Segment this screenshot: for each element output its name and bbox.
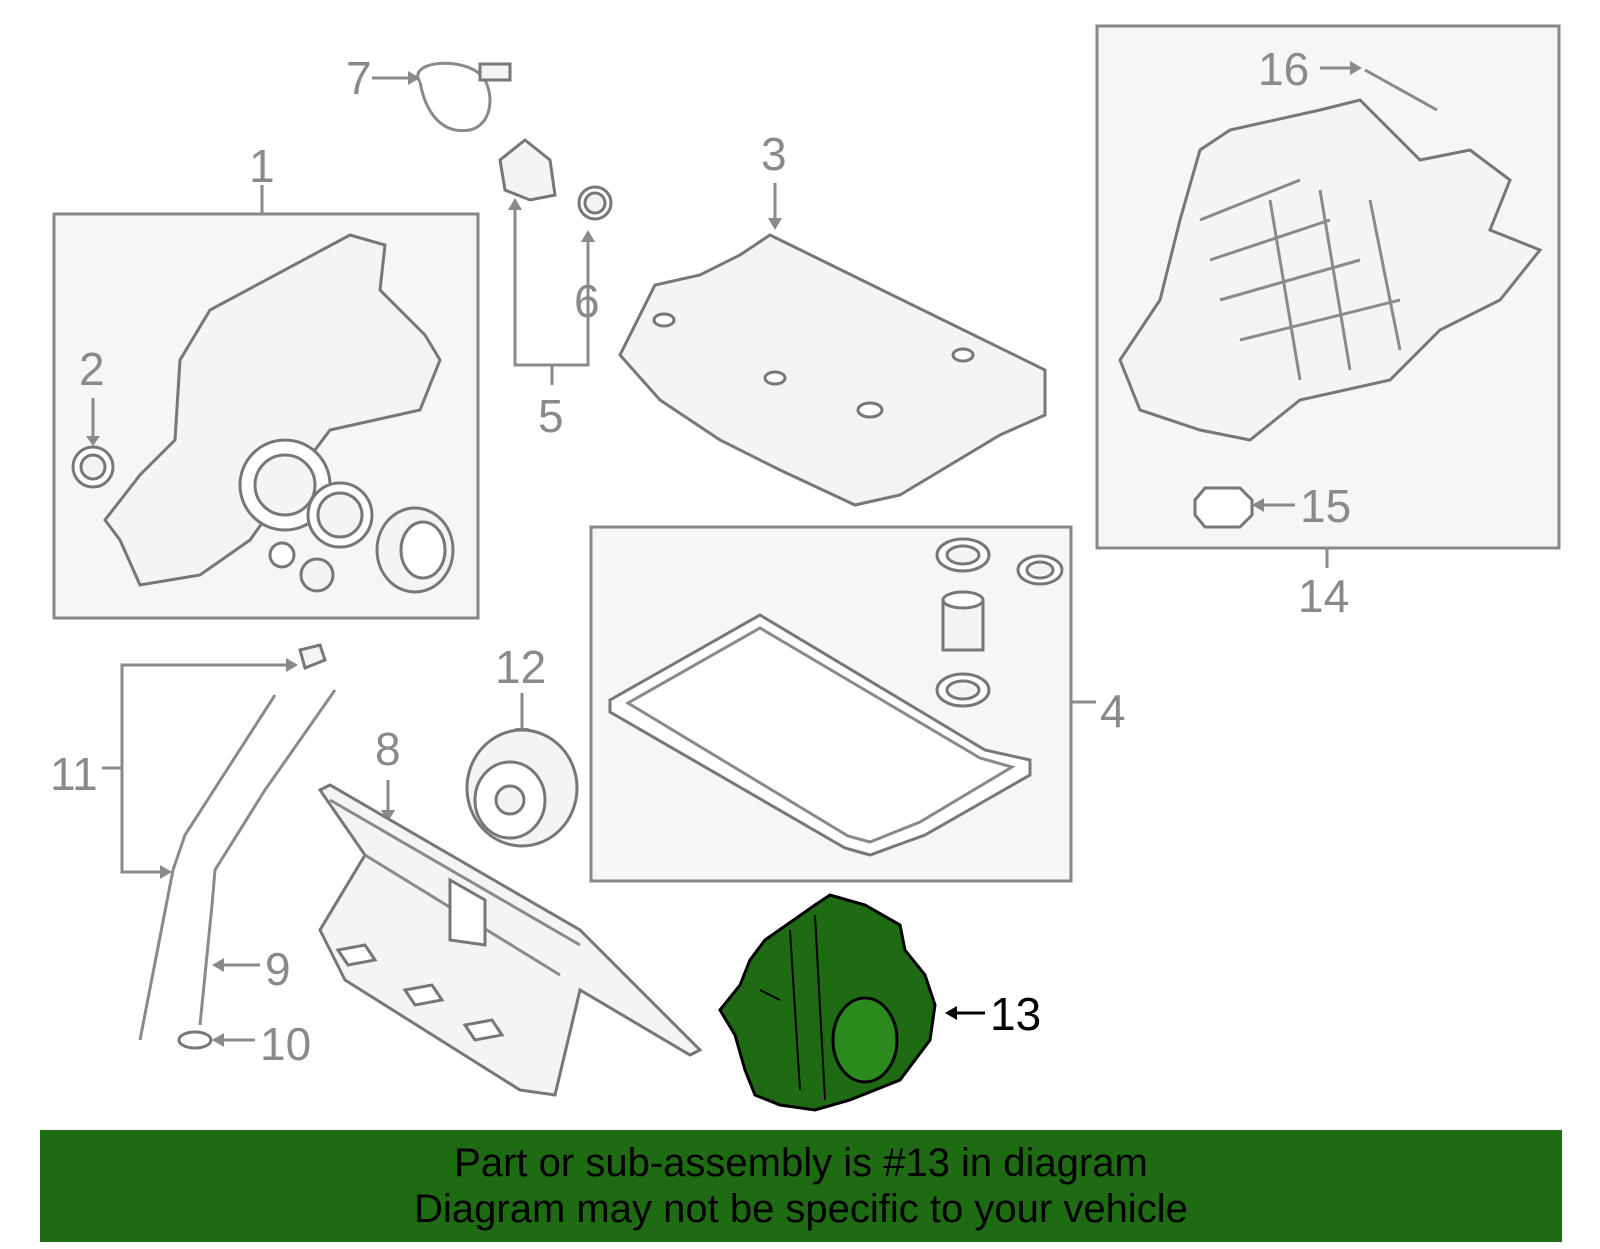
banner-line-1: Part or sub-assembly is #13 in diagram — [454, 1141, 1148, 1185]
callout-8: 8 — [375, 723, 401, 775]
engine-cover-part — [618, 233, 1047, 507]
callout-1: 1 — [249, 140, 275, 192]
sensor-group — [372, 61, 613, 385]
banner-line-2: Diagram may not be specific to your vehi… — [414, 1187, 1188, 1231]
gasket-set-group — [589, 525, 1096, 883]
callout-7: 7 — [346, 52, 372, 104]
callout-4: 4 — [1100, 685, 1126, 737]
oil-pan-group — [317, 780, 703, 1097]
engine-cover-group — [618, 183, 1047, 507]
callout-13: 13 — [990, 988, 1041, 1040]
dipstick-part-11 — [138, 694, 277, 1041]
sensor-body-part — [498, 138, 557, 202]
callout-16: 16 — [1258, 43, 1309, 95]
pin-part-16 — [1364, 68, 1438, 112]
sensor-wire-part-7 — [416, 61, 492, 133]
callout-12: 12 — [495, 641, 546, 693]
oil-filter-group — [465, 693, 579, 848]
plug-part — [299, 557, 335, 593]
part-info-banner: Part or sub-assembly is #13 in diagram D… — [40, 1130, 1562, 1242]
callout-14: 14 — [1298, 570, 1349, 622]
callout-2: 2 — [79, 343, 105, 395]
washer-part-10 — [177, 1030, 213, 1050]
vacuum-pump-part — [718, 893, 937, 1112]
callout-9: 9 — [265, 943, 291, 995]
callout-11: 11 — [50, 748, 98, 800]
callout-5: 5 — [538, 390, 564, 442]
intake-manifold-group — [1095, 24, 1561, 568]
dipstick-group — [102, 643, 337, 1050]
callout-15: 15 — [1300, 480, 1351, 532]
callout-10: 10 — [260, 1018, 311, 1070]
highlighted-part-13 — [718, 893, 985, 1112]
valve-cover-gasket-part — [608, 613, 1032, 857]
gasket-part-15 — [1193, 486, 1254, 529]
timing-cover-group — [52, 185, 480, 620]
dipstick-tube-part-9 — [198, 689, 337, 1026]
callout-3: 3 — [761, 128, 787, 180]
oil-pan-baffle-part — [317, 783, 703, 1097]
callout-labels: 1 2 3 4 5 6 7 8 9 10 11 12 13 14 15 16 — [50, 43, 1351, 1070]
callout-6: 6 — [574, 275, 600, 327]
